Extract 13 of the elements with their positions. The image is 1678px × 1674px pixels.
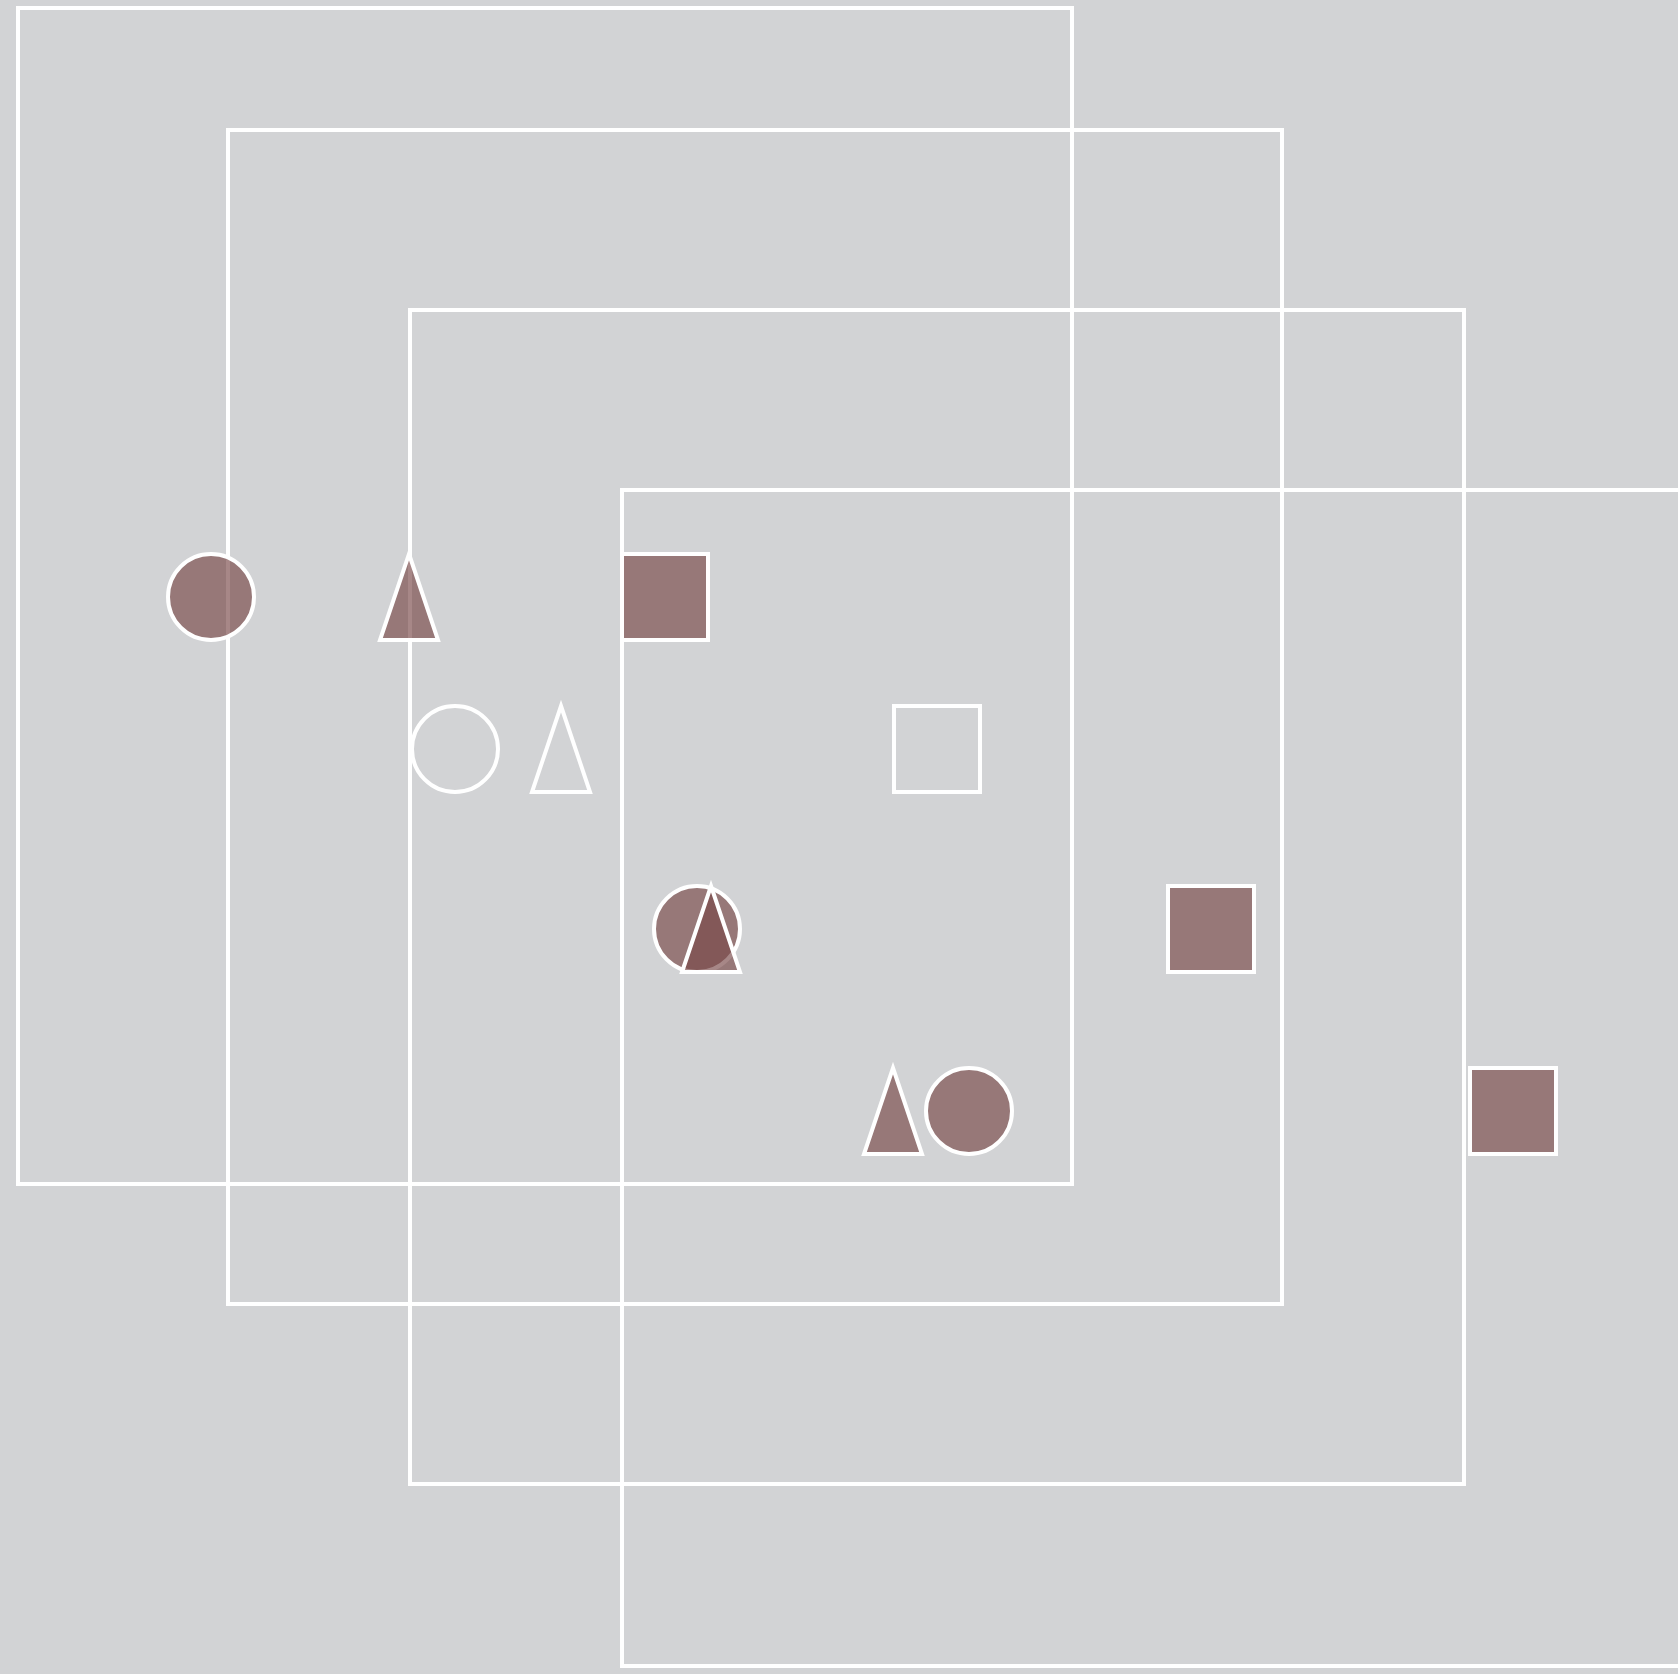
hollow-circle xyxy=(410,704,500,794)
hollow-square xyxy=(892,704,982,794)
frame-outline xyxy=(16,6,1074,1186)
filled-circle xyxy=(652,884,742,974)
frame-outline xyxy=(408,308,1466,1486)
filled-triangle xyxy=(862,1066,924,1156)
filled-triangle xyxy=(378,552,440,642)
filled-square xyxy=(620,552,710,642)
filled-circle xyxy=(924,1066,1014,1156)
frame-outline xyxy=(226,128,1284,1306)
frame-outline xyxy=(620,488,1678,1668)
filled-square xyxy=(1166,884,1256,974)
hollow-triangle xyxy=(530,704,592,794)
